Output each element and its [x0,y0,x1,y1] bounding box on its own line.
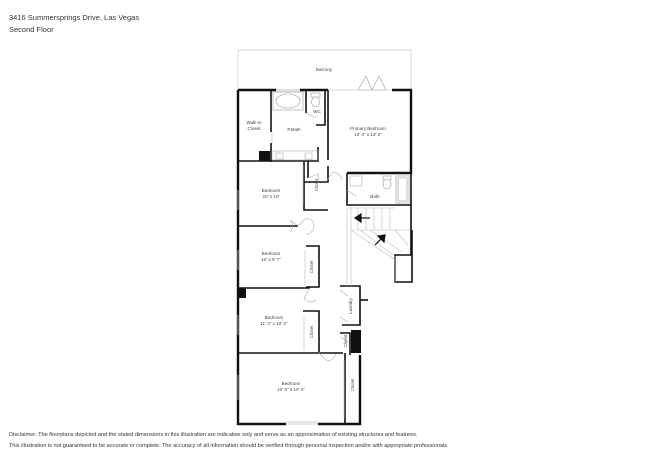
label-balcony: Balcony [316,67,333,72]
disclaimer-line-1: Disclaimer: The floorplans depicted and … [9,432,418,438]
label-bedroom-3-dims: 11' 4" x 10' 2" [260,321,288,326]
label-closet-1: Closet [314,178,319,191]
label-laundry: Laundry [348,297,353,314]
wall-blocks [238,151,361,353]
stair-arrows [353,212,386,246]
label-walk-in-closet-2: Closet [247,126,261,131]
label-bedroom-4-dims: 10' 9" x 10' 4" [277,387,305,392]
floor-label: Second Floor [9,25,54,34]
label-closet-4: Closet [350,378,355,391]
closet-doors [271,132,345,418]
bathtub [272,91,304,111]
staircase [346,207,410,286]
label-walk-in-closet-1: Walk-in [246,120,262,125]
label-closet-2: Closet [309,260,314,273]
property-address: 3416 Summersprings Drive, Las Vegas [9,13,140,22]
disclaimer-line-2: This illustration is not guaranteed to b… [9,443,449,449]
label-bedroom-4: Bedroom [282,381,301,386]
label-bedroom-1-dims: 10' x 10' [263,194,280,199]
label-bedroom-2-dims: 10' x 9' 7" [261,257,281,262]
hall-bathtub [395,175,410,204]
label-primary-bedroom-dims: 13' 4" x 13' 2" [354,132,382,137]
label-closet-3: Closet [309,325,314,338]
label-bedroom-2: Bedroom [262,251,281,256]
label-wc: WC [313,109,321,114]
label-closet-hall: Closet [343,334,348,347]
doors [289,112,357,362]
label-bedroom-1: Bedroom [262,188,281,193]
label-bedroom-3: Bedroom [265,315,284,320]
label-primary-bedroom: Primary Bedroom [350,126,386,131]
label-p-bath: P.Bath [287,127,301,132]
vanity-sinks [271,150,363,187]
label-bath: Bath [370,194,380,199]
balcony-doors [357,75,387,91]
toilets [310,92,392,190]
